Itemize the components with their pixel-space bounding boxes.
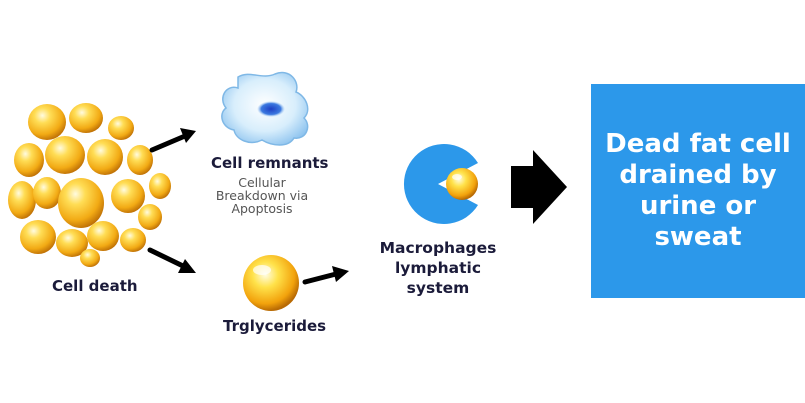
- apoptosis-caption: Cellular Breakdown via Apoptosis: [215, 175, 309, 216]
- result-box: Dead fat cell drained by urine or sweat: [591, 84, 805, 298]
- arrow-to-macrophage-icon: [302, 266, 349, 285]
- macrophages-label: Macrophages lymphatic system: [379, 239, 497, 297]
- fat-cell-cluster-icon: [8, 103, 171, 267]
- arrow-to-remnants-icon: [149, 128, 196, 153]
- triglycerides-label: Trglycerides: [223, 317, 327, 335]
- cell-remnants-label: Cell remnants: [211, 154, 329, 172]
- macrophage-icon: [403, 144, 478, 225]
- arrow-to-triglycerides-icon: [147, 247, 196, 273]
- cell-remnant-icon: [221, 71, 309, 146]
- cell-death-label: Cell death: [52, 277, 138, 295]
- triglyceride-droplet-icon: [243, 255, 299, 311]
- big-arrow-icon: [511, 150, 567, 224]
- result-text: Dead fat cell drained by urine or sweat: [605, 129, 791, 252]
